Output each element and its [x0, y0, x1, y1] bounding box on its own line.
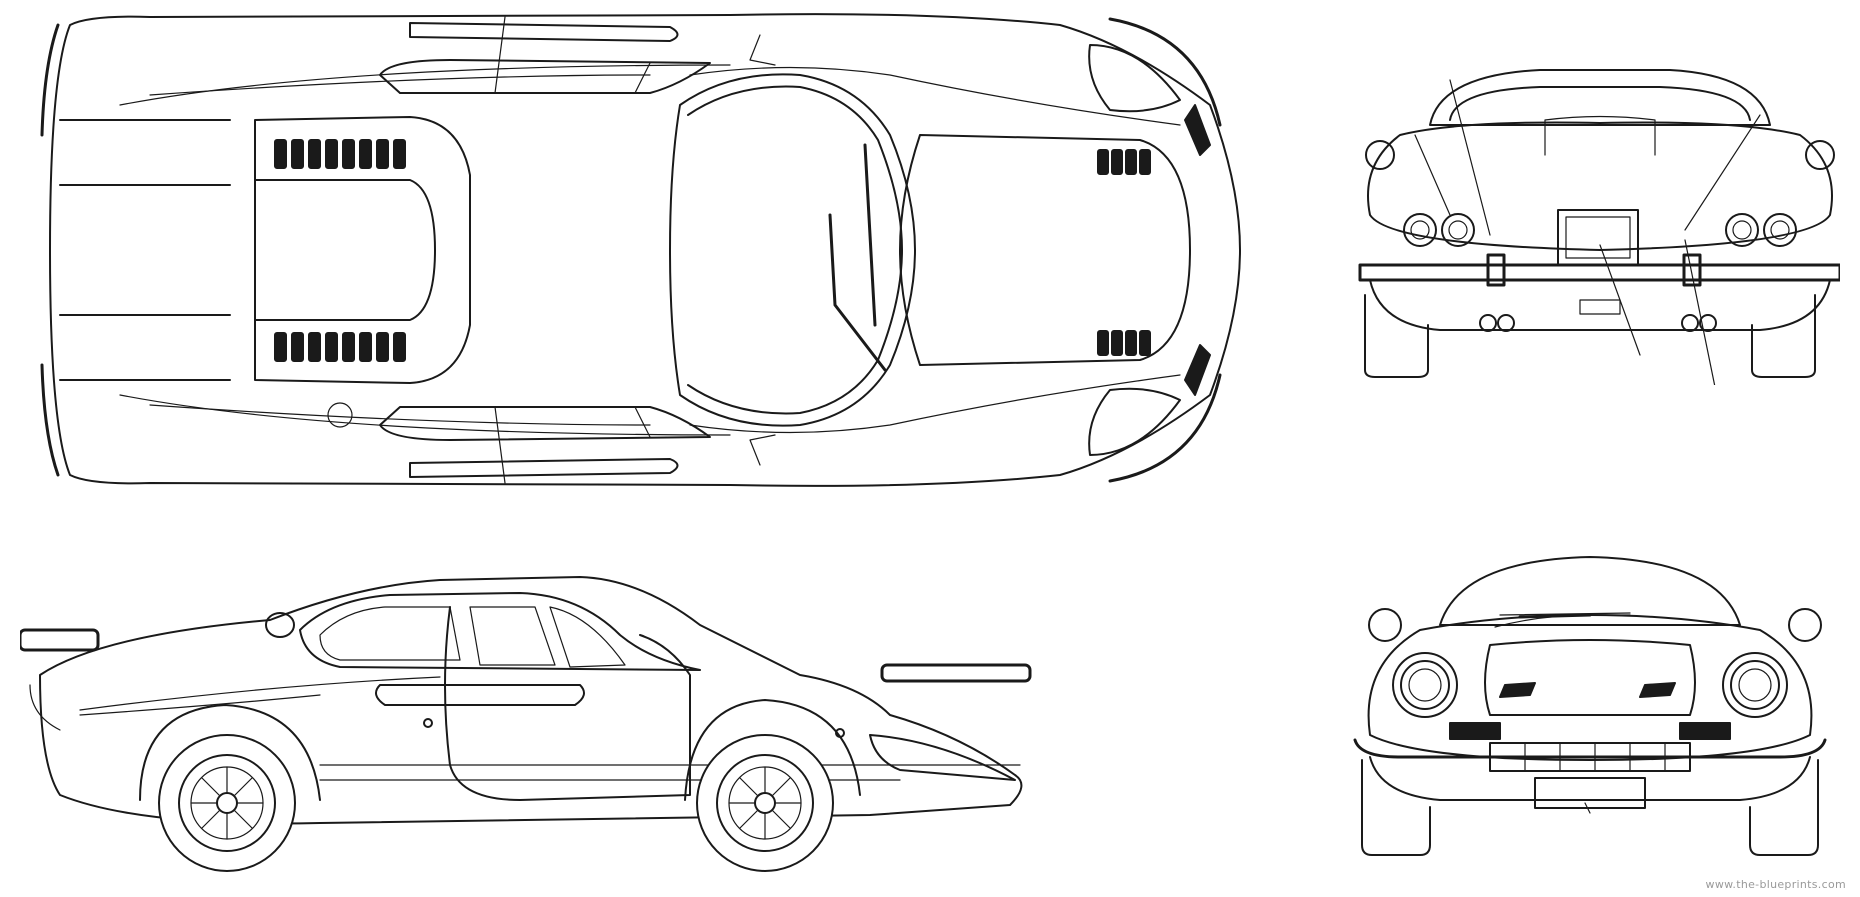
top-view [40, 13, 1241, 487]
headlamp-fairing [869, 734, 1016, 781]
front-view [1353, 556, 1827, 856]
rear-glass-and-buttresses [1429, 69, 1771, 126]
rear-wheel [158, 734, 296, 872]
headlights [1392, 652, 1788, 718]
front-bumper-side [880, 663, 1032, 683]
top-side-window-right [379, 406, 711, 441]
rear-tyres [1364, 294, 1816, 378]
side-windows [299, 592, 701, 671]
exhaust-pipes [1479, 314, 1717, 332]
hood-panel [1484, 639, 1696, 716]
rear-view [1358, 69, 1840, 385]
engine-cover [254, 116, 471, 384]
front-wheel [696, 734, 834, 872]
side-view [20, 576, 1032, 872]
roof-and-windscreen [669, 73, 916, 427]
front-tyres [1361, 759, 1819, 856]
left-mirror [1365, 140, 1395, 170]
headlight-covers [1088, 44, 1181, 456]
front-body [1367, 614, 1813, 761]
windscreen [1439, 556, 1741, 626]
front-hood [899, 134, 1191, 366]
door [444, 606, 691, 801]
right-mirror-front [1788, 608, 1822, 642]
rear-bumper-side [20, 628, 100, 652]
front-plate [1534, 777, 1646, 809]
top-side-window-left [379, 59, 711, 94]
site-credit: www.the-blueprints.com [1705, 878, 1846, 891]
side-body-outline [39, 576, 1023, 825]
rear-louvres [274, 139, 406, 362]
left-mirror-front [1368, 608, 1402, 642]
tail-lights [1403, 213, 1797, 247]
right-mirror [1805, 140, 1835, 170]
wipers [828, 143, 887, 372]
top-body-outline [49, 13, 1241, 487]
rear-plate-recess [1557, 209, 1639, 266]
rear-bumper [1358, 263, 1840, 282]
